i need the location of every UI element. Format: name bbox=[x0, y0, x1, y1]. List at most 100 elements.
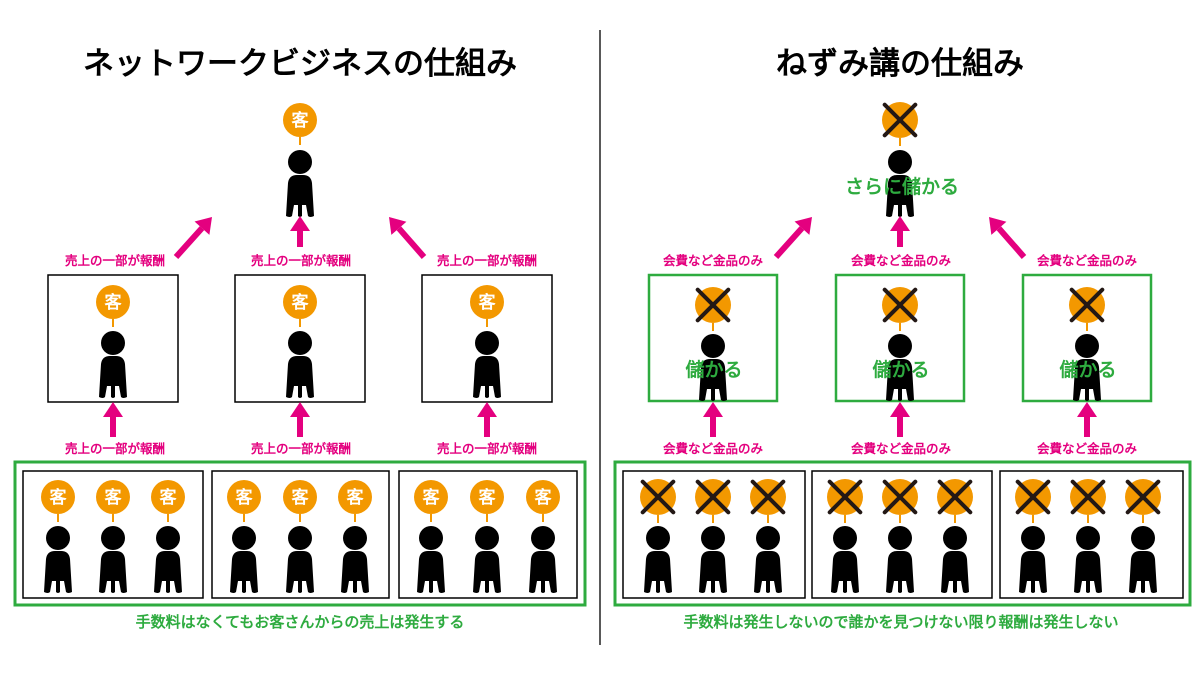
profit-text-top: さらに儲かる bbox=[844, 176, 959, 198]
fee-label-right-top-3: 会費など金品のみ bbox=[1036, 253, 1137, 268]
svg-text:客: 客 bbox=[291, 110, 310, 131]
profit-text-mid-2: 儲かる bbox=[872, 359, 930, 381]
svg-text:客: 客 bbox=[291, 487, 310, 508]
person-icon bbox=[473, 331, 501, 398]
customer-badge-icon: 客 bbox=[96, 285, 130, 327]
bottom-group-box bbox=[13, 460, 587, 607]
fee-label-right-top-1: 会費など金品のみ bbox=[662, 253, 763, 268]
fee-label-right-bottom-1: 会費など金品のみ bbox=[662, 441, 763, 456]
person-icon bbox=[99, 331, 127, 398]
person-icon bbox=[941, 526, 969, 593]
cross-mark-icon bbox=[1069, 287, 1105, 331]
bottom-sub-box bbox=[398, 470, 578, 599]
person-icon bbox=[286, 526, 314, 593]
person-icon bbox=[699, 334, 727, 401]
person-icon bbox=[417, 526, 445, 593]
person-icon bbox=[886, 526, 914, 593]
cross-mark-icon bbox=[1070, 479, 1106, 523]
svg-text:客: 客 bbox=[104, 292, 123, 313]
right-footer-note: 手数料は発生しないので誰かを見つけない限り報酬は発生しない bbox=[683, 613, 1119, 631]
svg-text:客: 客 bbox=[235, 487, 254, 508]
fee-label-right-bottom-3: 会費など金品のみ bbox=[1036, 441, 1137, 456]
arrow-icon bbox=[389, 217, 427, 259]
customer-badge-icon: 客 bbox=[526, 480, 560, 522]
bottom-sub-box-right bbox=[999, 470, 1184, 599]
svg-text:客: 客 bbox=[534, 487, 553, 508]
cross-mark-icon bbox=[827, 479, 863, 523]
arrow-icon bbox=[290, 216, 310, 247]
network-business-title: ネットワークビジネスの仕組み bbox=[83, 46, 517, 82]
fee-label-right-bottom-2: 会費など金品のみ bbox=[850, 441, 951, 456]
svg-text:客: 客 bbox=[346, 487, 365, 508]
profit-text-mid-1: 儲かる bbox=[685, 359, 743, 381]
customer-badge-icon: 客 bbox=[338, 480, 372, 522]
svg-text:客: 客 bbox=[291, 292, 310, 313]
svg-text:客: 客 bbox=[159, 487, 178, 508]
customer-badge-icon: 客 bbox=[414, 480, 448, 522]
arrow-icon bbox=[173, 217, 212, 260]
customer-badge-icon: 客 bbox=[151, 480, 185, 522]
fee-label-right-top-2: 会費など金品のみ bbox=[850, 253, 951, 268]
arrow-icon bbox=[890, 402, 910, 437]
bottom-group-box-right bbox=[613, 460, 1192, 607]
arrow-icon bbox=[103, 402, 123, 437]
customer-badge-icon: 客 bbox=[470, 285, 504, 327]
pyramid-scheme-title: ねずみ講の仕組み bbox=[776, 46, 1024, 82]
person-icon bbox=[473, 526, 501, 593]
customer-badge-icon: 客 bbox=[41, 480, 75, 522]
arrow-icon bbox=[773, 217, 812, 260]
reward-label-left-bottom-1: 売上の一部が報酬 bbox=[64, 441, 165, 456]
bottom-sub-box-right bbox=[811, 470, 993, 599]
bottom-sub-box bbox=[211, 470, 390, 599]
customer-badge-icon: 客 bbox=[227, 480, 261, 522]
cross-mark-icon bbox=[882, 102, 918, 146]
arrow-icon bbox=[1077, 402, 1097, 437]
person-icon bbox=[154, 526, 182, 593]
customer-badge-icon: 客 bbox=[96, 480, 130, 522]
person-icon bbox=[831, 526, 859, 593]
cross-mark-icon bbox=[640, 479, 676, 523]
person-icon bbox=[99, 526, 127, 593]
customer-badge-icon: 客 bbox=[470, 480, 504, 522]
person-icon bbox=[886, 150, 914, 217]
left-footer-note: 手数料はなくてもお客さんからの売上は発生する bbox=[135, 613, 465, 631]
svg-text:客: 客 bbox=[422, 487, 441, 508]
svg-text:客: 客 bbox=[49, 487, 68, 508]
cross-mark-icon bbox=[882, 479, 918, 523]
svg-text:客: 客 bbox=[104, 487, 123, 508]
cross-mark-icon bbox=[750, 479, 786, 523]
person-icon bbox=[1019, 526, 1047, 593]
cross-mark-icon bbox=[695, 287, 731, 331]
cross-mark-icon bbox=[1125, 479, 1161, 523]
reward-label-left-top-2: 売上の一部が報酬 bbox=[250, 253, 351, 268]
reward-label-left-bottom-2: 売上の一部が報酬 bbox=[250, 441, 351, 456]
svg-text:客: 客 bbox=[478, 487, 497, 508]
arrow-icon bbox=[890, 216, 910, 247]
profit-text-mid-3: 儲かる bbox=[1059, 359, 1117, 381]
customer-badge-icon: 客 bbox=[283, 480, 317, 522]
reward-label-left-bottom-3: 売上の一部が報酬 bbox=[436, 441, 537, 456]
arrow-icon bbox=[290, 402, 310, 437]
person-icon bbox=[286, 331, 314, 398]
person-icon bbox=[44, 526, 72, 593]
person-icon bbox=[1129, 526, 1157, 593]
person-icon bbox=[1073, 334, 1101, 401]
person-icon bbox=[699, 526, 727, 593]
bottom-sub-box bbox=[22, 470, 204, 599]
person-icon bbox=[341, 526, 369, 593]
reward-label-left-top-1: 売上の一部が報酬 bbox=[64, 253, 165, 268]
reward-label-left-top-3: 売上の一部が報酬 bbox=[436, 253, 537, 268]
person-icon bbox=[754, 526, 782, 593]
person-icon bbox=[529, 526, 557, 593]
bottom-sub-box-right bbox=[622, 470, 806, 599]
cross-mark-icon bbox=[1015, 479, 1051, 523]
customer-badge-icon: 客 bbox=[283, 285, 317, 327]
cross-mark-icon bbox=[937, 479, 973, 523]
customer-badge-icon: 客 bbox=[283, 103, 317, 145]
arrow-icon bbox=[703, 402, 723, 437]
svg-text:客: 客 bbox=[478, 292, 497, 313]
person-icon bbox=[886, 334, 914, 401]
person-icon bbox=[1074, 526, 1102, 593]
